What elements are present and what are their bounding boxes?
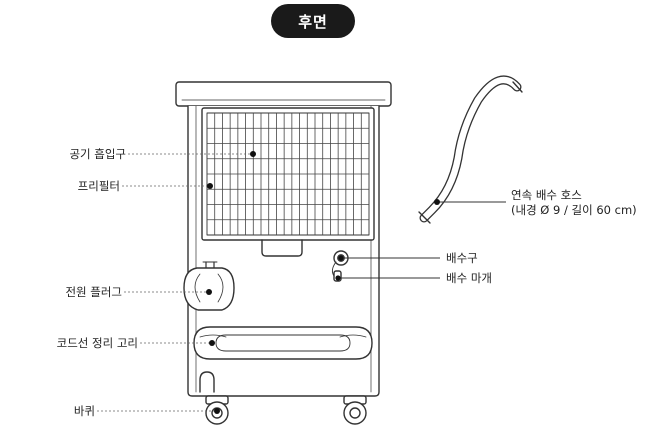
pre-filter-dot: [207, 183, 213, 189]
drain-cap-dot: [335, 275, 341, 281]
drain-cap-shape: [333, 270, 342, 282]
drain-outlet-dot: [338, 255, 344, 261]
label-wheel: 바퀴: [73, 404, 95, 418]
label-drain-hose-spec: (내경 Ø 9 / 길이 60 cm): [511, 203, 637, 217]
wheel-right-shape: [343, 395, 367, 425]
label-drain-hose: 연속 배수 호스: [511, 188, 582, 202]
label-air-intake: 공기 흡입구: [69, 147, 126, 161]
label-drain-cap: 배수 마개: [446, 271, 492, 285]
label-drain-outlet: 배수구: [446, 251, 478, 265]
wheel-dot: [214, 408, 220, 414]
cord-hook-shape: [193, 326, 373, 360]
filter-grid-lines: [207, 113, 369, 235]
cord-hook-dot: [209, 340, 215, 346]
view-title-badge: 후면: [271, 4, 355, 38]
drain-hose-shape: [419, 75, 522, 223]
top-lid: [175, 81, 392, 107]
hose-dot: [434, 199, 440, 205]
power-plug-dot: [206, 289, 212, 295]
label-pre-filter: 프리필터: [77, 179, 120, 193]
air-intake-dot: [250, 151, 256, 157]
filter-handle: [261, 239, 303, 257]
label-cord-hook: 코드선 정리 고리: [56, 336, 138, 350]
label-power-plug: 전원 플러그: [65, 285, 122, 299]
